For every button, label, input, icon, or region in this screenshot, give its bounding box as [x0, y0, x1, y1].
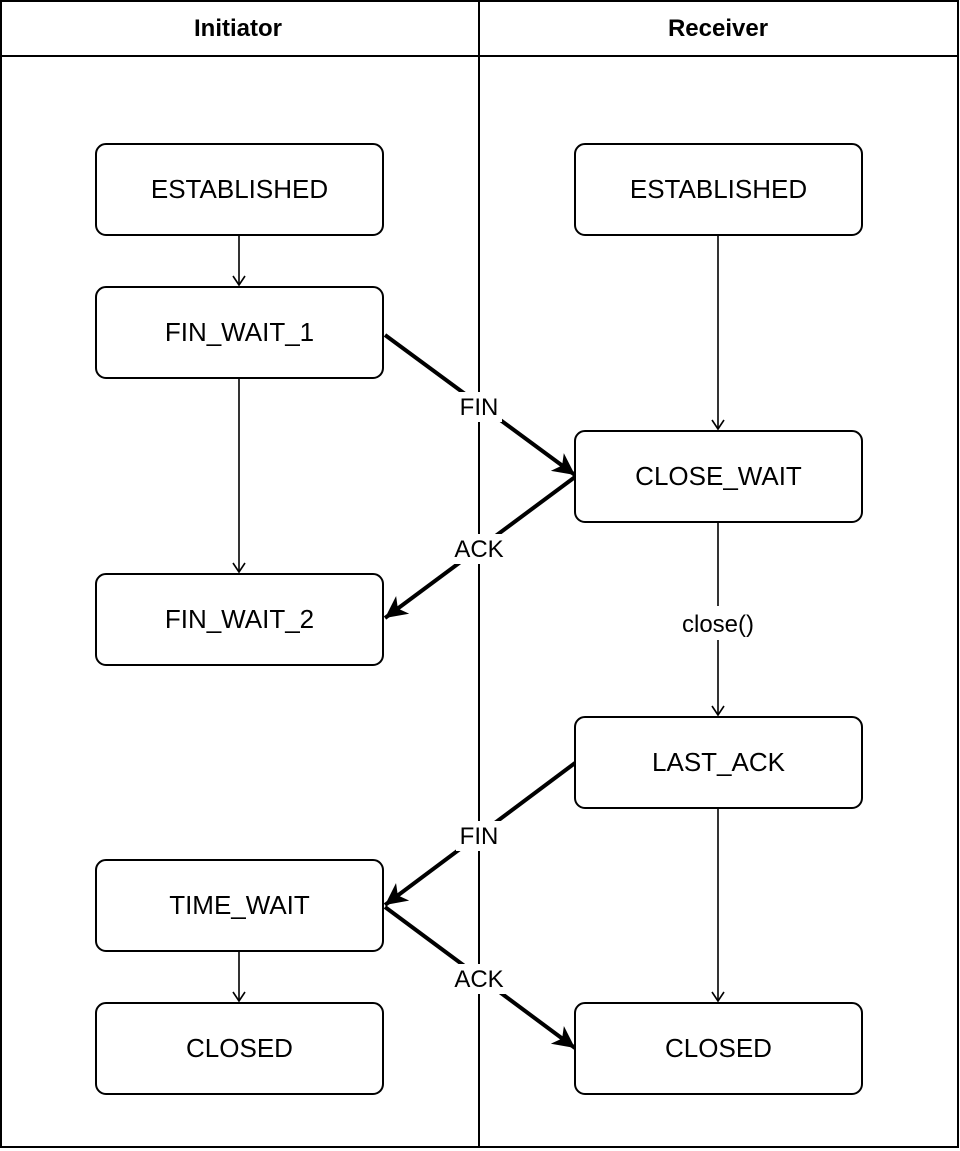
label-fin-2: FIN	[460, 823, 499, 850]
state-initiator-closed: CLOSED	[95, 1002, 384, 1095]
state-label: CLOSE_WAIT	[635, 461, 802, 491]
state-initiator-established: ESTABLISHED	[95, 143, 384, 236]
state-label: ESTABLISHED	[151, 174, 328, 204]
state-time-wait: TIME_WAIT	[95, 859, 384, 952]
state-label: FIN_WAIT_2	[165, 604, 314, 634]
state-last-ack: LAST_ACK	[574, 716, 863, 809]
state-receiver-established: ESTABLISHED	[574, 143, 863, 236]
label-fin-1: FIN	[460, 394, 499, 421]
state-fin-wait-1: FIN_WAIT_1	[95, 286, 384, 379]
state-label: CLOSED	[665, 1033, 772, 1063]
label-close-call: close()	[682, 611, 754, 638]
label-ack-1: ACK	[454, 536, 503, 563]
lane-header-receiver: Receiver	[668, 15, 768, 42]
state-label: FIN_WAIT_1	[165, 317, 314, 347]
state-label: LAST_ACK	[652, 747, 786, 777]
label-ack-2: ACK	[454, 966, 503, 993]
state-fin-wait-2: FIN_WAIT_2	[95, 573, 384, 666]
state-label: CLOSED	[186, 1033, 293, 1063]
lane-header-initiator: Initiator	[194, 15, 282, 42]
state-close-wait: CLOSE_WAIT	[574, 430, 863, 523]
state-label: TIME_WAIT	[169, 890, 310, 920]
state-label: ESTABLISHED	[630, 174, 807, 204]
state-receiver-closed: CLOSED	[574, 1002, 863, 1095]
